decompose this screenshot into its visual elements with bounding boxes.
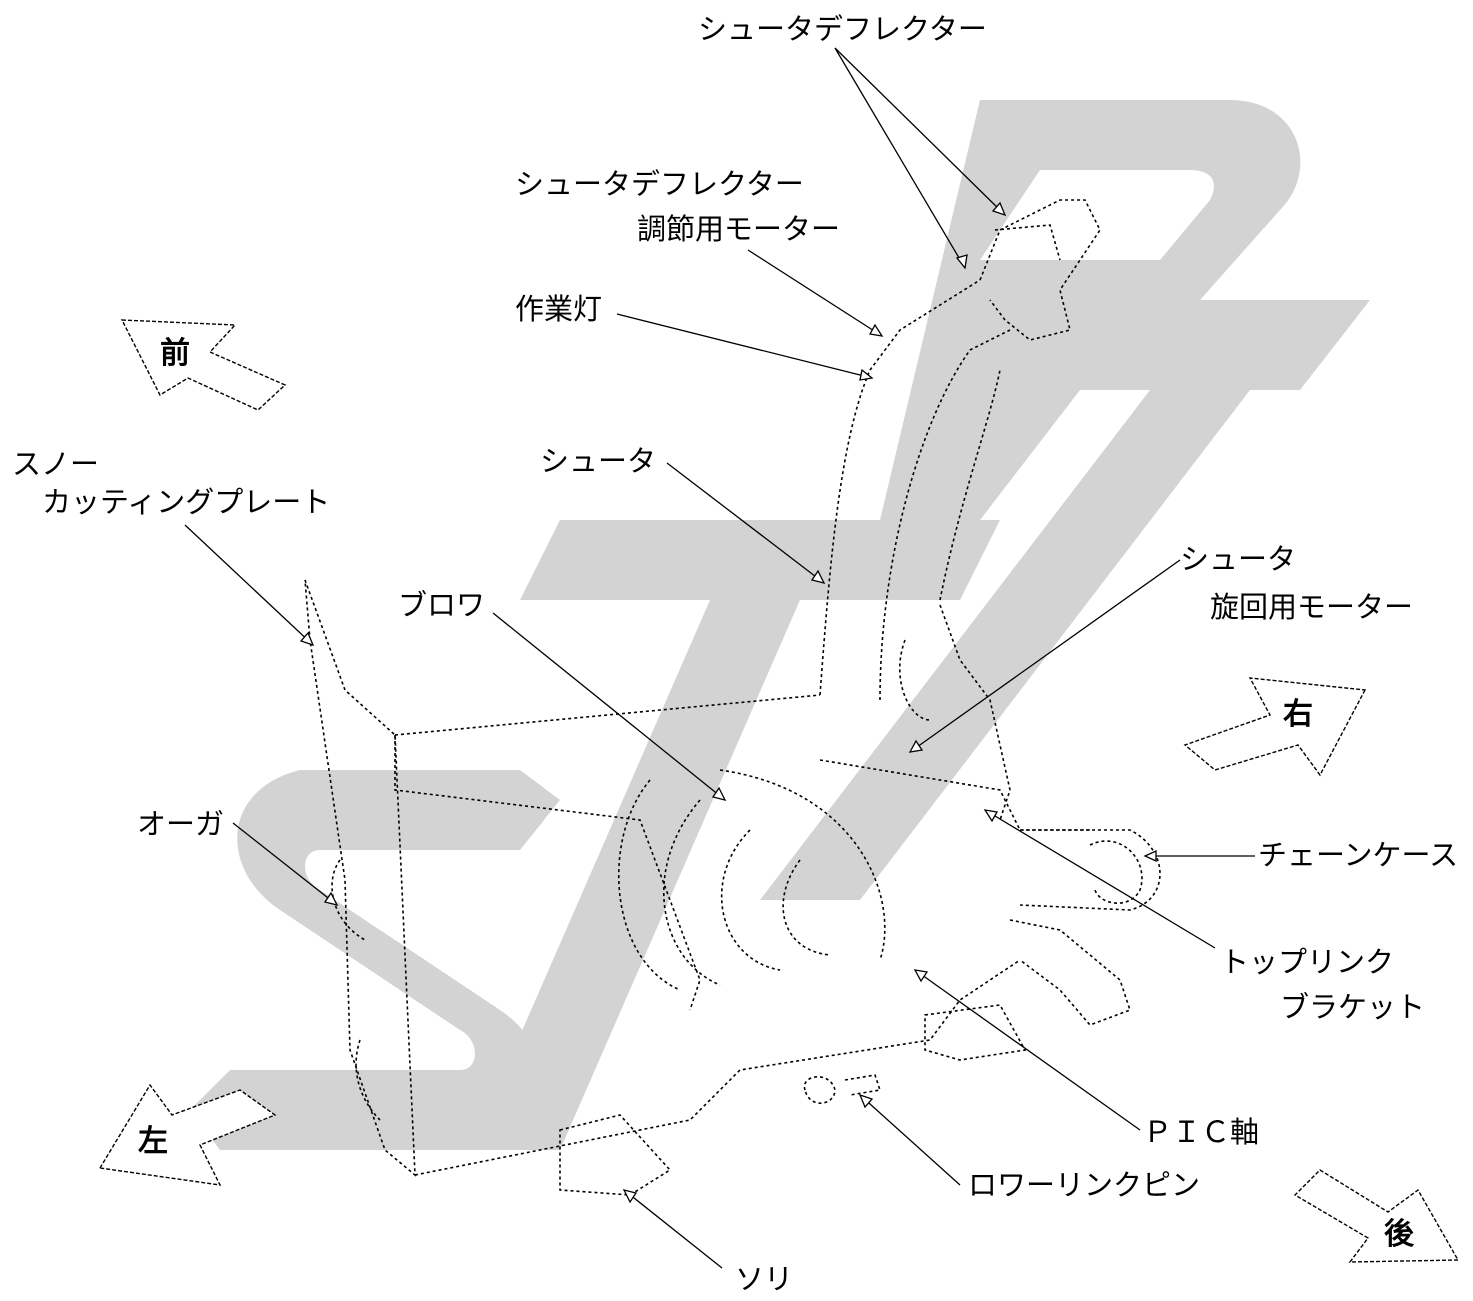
leader-lower-link-pin [858,1093,961,1186]
label-top-link-line2: ブラケット [1280,990,1426,1024]
label-top-link-line1: トップリンク [1220,945,1395,979]
label-chain-case: チェーンケース [1258,838,1459,872]
leader-chute [666,462,826,584]
label-snow-plate-line1: スノー [12,447,100,481]
left-arrow-shape [98,1083,277,1186]
leader-auger [232,822,339,906]
label-chute-motor-line2: 旋回用モーター [1210,590,1414,624]
leader-chute-deflector [834,47,1007,270]
right-arrow-shape [1183,677,1367,777]
label-pic-shaft: ＰＩＣ軸 [1143,1115,1260,1149]
leader-chain-case [1143,849,1255,863]
label-auger: オーガ [137,807,225,841]
label-work-light: 作業灯 [515,292,603,326]
label-blower: ブロワ [398,588,486,622]
machine-outline [304,199,1161,1196]
label-deflector-motor-line2: 調節用モーター [637,212,841,246]
direction-right-label: 右 [1283,697,1313,732]
label-chute-deflector: シュータデフレクター [698,12,987,46]
label-chute-motor-line1: シュータ [1180,542,1297,576]
watermark-letter-s [190,770,560,1150]
leader-work-light [616,313,874,381]
label-chute: シュータ [540,444,657,478]
watermark-letter-t [470,520,1000,1150]
leader-chute-motor [908,559,1181,753]
watermark-letter-a [760,390,1250,900]
label-snow-plate-line2: カッティングプレート [42,485,331,519]
leader-pic-shaft [913,969,1141,1131]
leader-sled [622,1189,723,1269]
direction-rear-label: 後 [1384,1217,1414,1252]
leader-snow-plate [184,524,315,647]
label-deflector-motor-line1: シュータデフレクター [515,167,804,201]
rear-arrow-shape [1293,1169,1460,1263]
front-arrow-shape [120,319,287,411]
direction-left-label: 左 [138,1124,168,1159]
leader-deflector-motor [747,249,884,337]
label-sled: ソリ [735,1262,794,1296]
label-lower-link-pin: ロワーリンクピン [968,1168,1201,1202]
leader-blower [492,612,727,801]
direction-front-label: 前 [160,336,190,371]
watermark-letter-r [880,100,1370,520]
leader-top-link [983,809,1216,949]
watermark-letters [190,100,1370,1150]
